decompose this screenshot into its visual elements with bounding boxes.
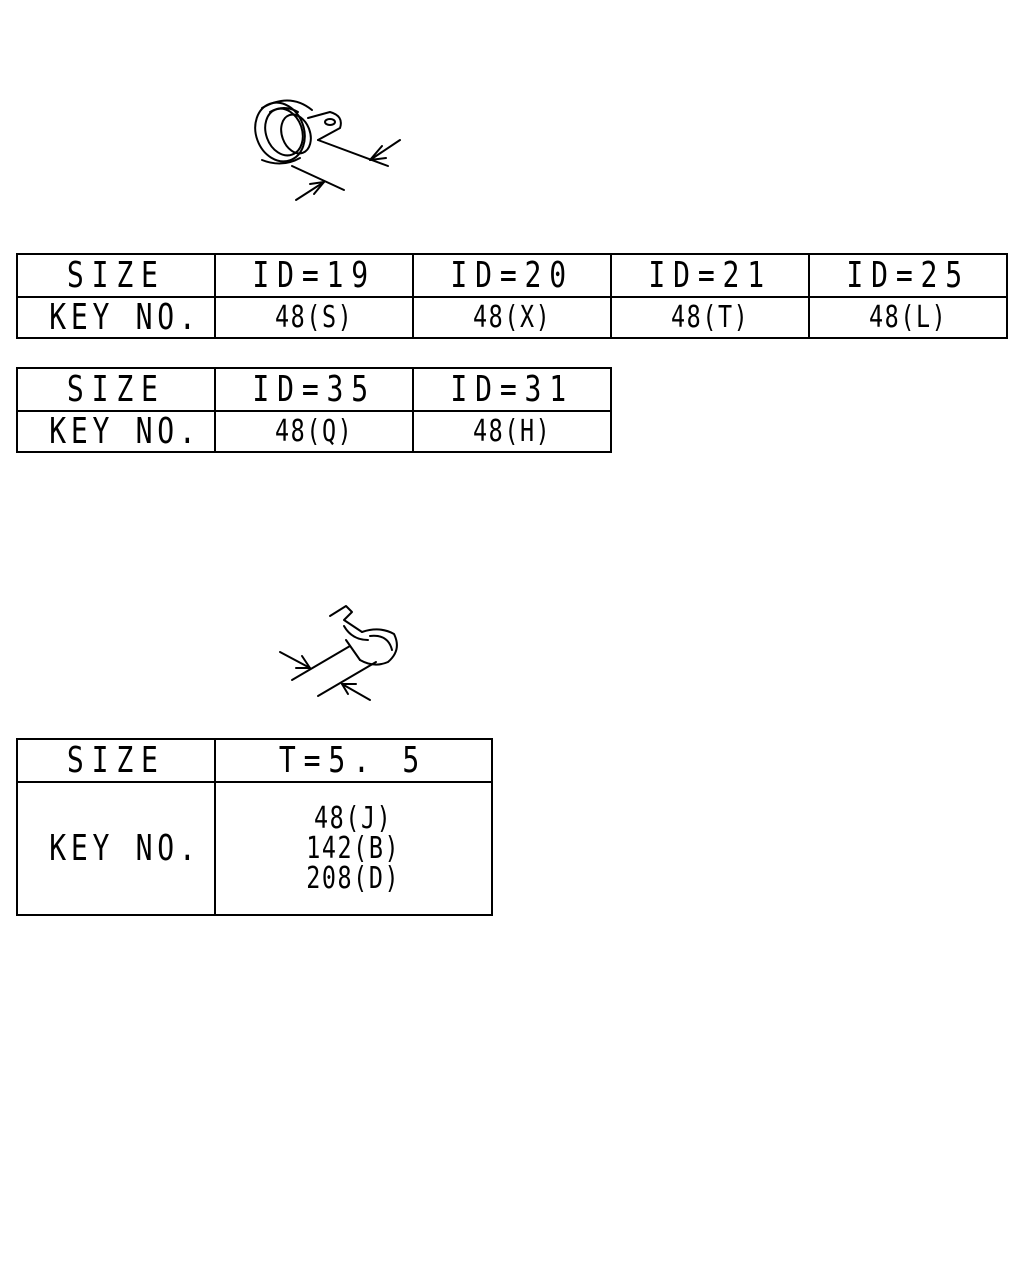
size-cell: ID=20 <box>412 253 612 298</box>
size-cell: ID=35 <box>214 367 414 412</box>
size-cell: T=5. 5 <box>214 738 493 783</box>
key-no-label: KEY NO. <box>16 296 216 339</box>
key-no-item: 142(B) <box>306 830 401 866</box>
size-cell: ID=31 <box>412 367 612 412</box>
size-cell: ID=25 <box>808 253 1008 298</box>
size-cell: ID=19 <box>214 253 414 298</box>
key-no-cell: 48(T) <box>610 296 810 339</box>
key-no-cell: 48(Q) <box>214 410 414 453</box>
key-no-cell: 48(S) <box>214 296 414 339</box>
size-header-label: SIZE <box>16 253 216 298</box>
size-table-3: SIZE T=5. 5 KEY NO. 48(J) 142(B) 208(D) <box>16 738 493 916</box>
cable-clamp-icon <box>254 99 401 201</box>
key-no-label: KEY NO. <box>16 410 216 453</box>
size-cell: ID=21 <box>610 253 810 298</box>
size-header-label: SIZE <box>16 738 216 783</box>
key-no-cell: 48(L) <box>808 296 1008 339</box>
key-no-cell: 48(H) <box>412 410 612 453</box>
key-no-cell: 48(X) <box>412 296 612 339</box>
key-no-item: 208(D) <box>306 860 401 896</box>
clip-clamp-icon <box>279 605 398 701</box>
size-header-label: SIZE <box>16 367 216 412</box>
size-table-1: SIZE ID=19 ID=20 ID=21 ID=25 KEY NO. 48(… <box>16 253 1008 339</box>
key-no-list: 48(J) 142(B) 208(D) <box>214 781 493 916</box>
size-table-2: SIZE ID=35 ID=31 KEY NO. 48(Q) 48(H) <box>16 367 612 453</box>
key-no-item: 48(J) <box>314 800 393 836</box>
key-no-label: KEY NO. <box>16 781 216 916</box>
